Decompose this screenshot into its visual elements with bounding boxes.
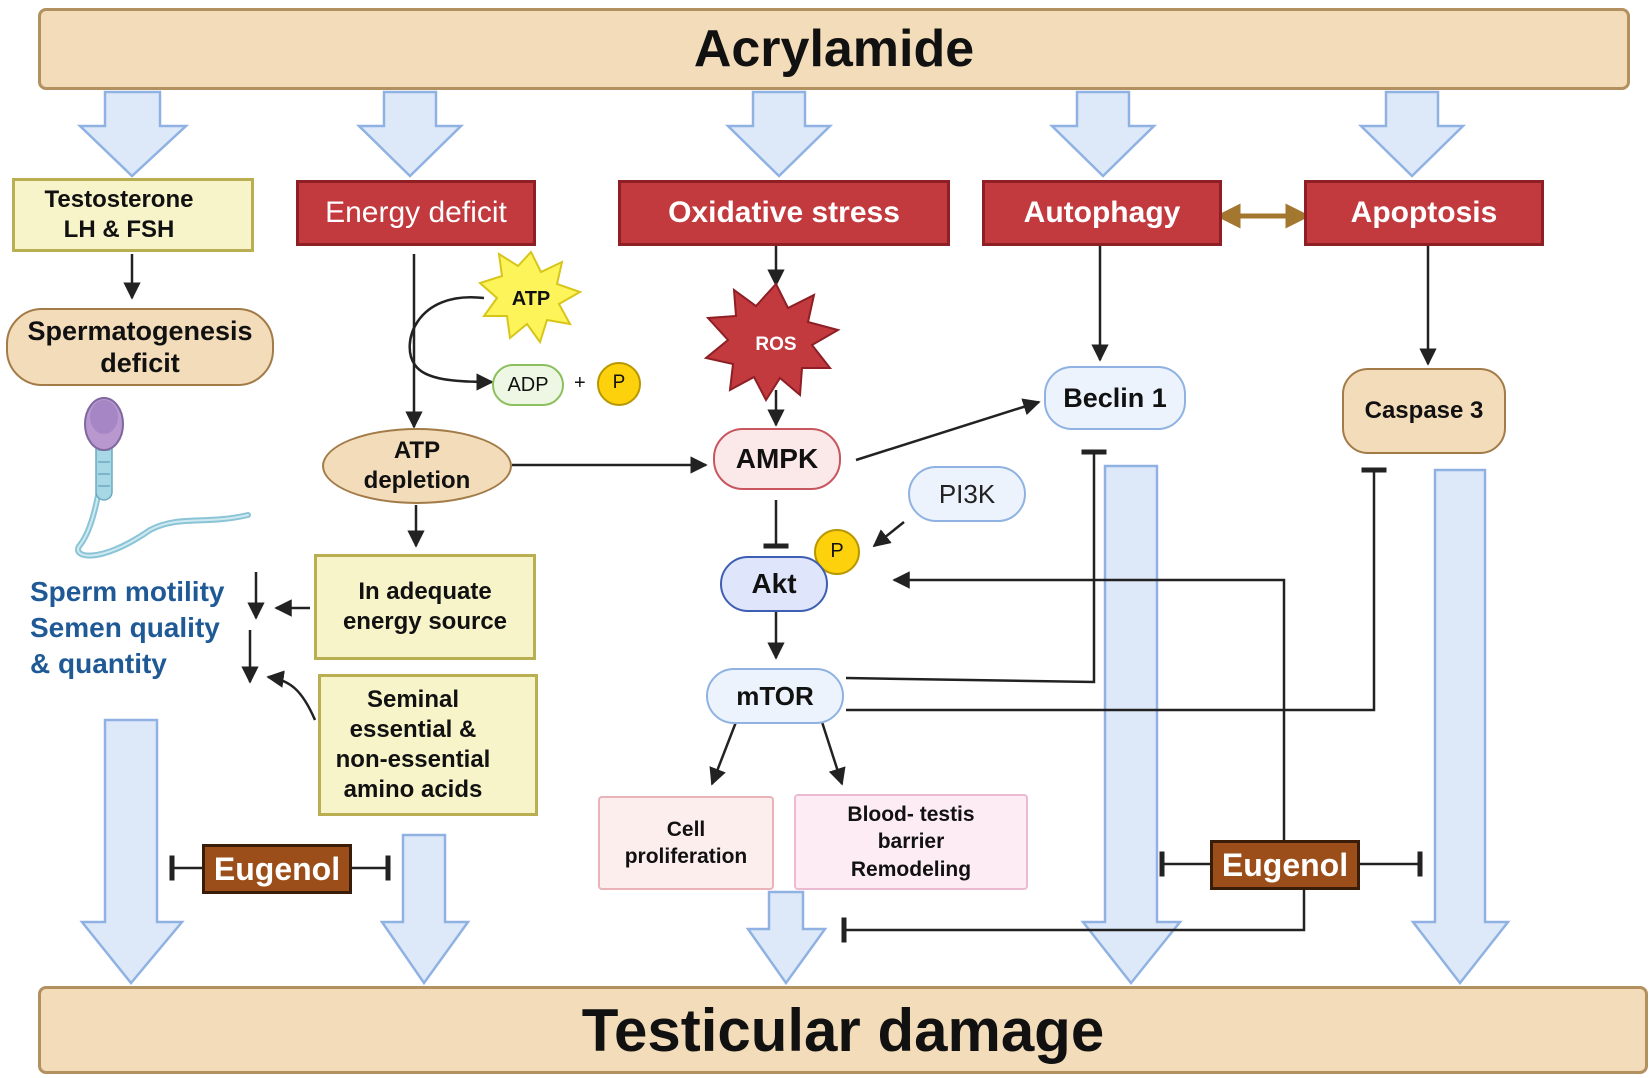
cell-proliferation-box: Cell proliferation — [598, 796, 774, 890]
blood-testis-barrier-box: Blood- testis barrier Remodeling — [794, 794, 1028, 890]
mtor-label: mTOR — [736, 680, 814, 711]
autophagy-box: Autophagy — [982, 180, 1222, 246]
eugenol-right-label: Eugenol — [1221, 846, 1349, 883]
pi3k-label: PI3K — [938, 478, 996, 509]
plus-sign: + — [574, 372, 586, 394]
akt-phosphate-icon — [814, 529, 860, 575]
flow-arrow-down — [76, 90, 190, 178]
acrylamide-label: Acrylamide — [693, 20, 975, 78]
amino-acids-line4: amino acids — [343, 776, 483, 803]
amino-acids-line3: non-essential — [335, 746, 491, 773]
testicular-damage-banner: Testicular damage — [38, 986, 1648, 1074]
inadequate-energy-box: In adequate energy source — [314, 554, 536, 660]
energy-deficit-label: Energy deficit — [325, 196, 507, 229]
phosphate-icon — [597, 362, 641, 406]
adp-label: ADP — [507, 373, 549, 396]
ros-label: ROS — [755, 334, 797, 355]
caspase3-label: Caspase 3 — [1364, 397, 1484, 424]
inadequate-energy-line1: In adequate — [358, 578, 492, 605]
hormones-box: Testosterone LH & FSH — [12, 178, 254, 252]
sperm-cell-icon — [75, 397, 251, 559]
amino-acids-box: Seminal essential & non-essential amino … — [318, 674, 538, 816]
flow-arrow-down — [1080, 464, 1183, 986]
atp-depletion-ellipse: ATP depletion — [322, 428, 512, 504]
ros-burst-icon — [703, 282, 841, 402]
eugenol-left-box: Eugenol — [202, 844, 352, 894]
beclin1-pill: Beclin 1 — [1044, 366, 1186, 430]
ampk-label: AMPK — [735, 443, 819, 474]
energy-deficit-box: Energy deficit — [296, 180, 536, 246]
spermatogenesis-line2: deficit — [100, 348, 180, 378]
pi3k-pill: PI3K — [908, 466, 1026, 522]
beclin1-label: Beclin 1 — [1063, 382, 1167, 413]
cell-proliferation-line1: Cell — [666, 817, 706, 841]
oxidative-stress-box: Oxidative stress — [618, 180, 950, 246]
akt-pill: Akt — [720, 556, 828, 612]
flow-arrow-down — [1048, 90, 1158, 178]
flow-arrow-down — [1357, 90, 1467, 178]
hormones-line2: LH & FSH — [63, 216, 175, 243]
sperm-effects-text: Sperm motility Semen quality & quantity — [30, 574, 224, 681]
caspase3-pill: Caspase 3 — [1342, 368, 1506, 454]
connectors — [123, 190, 1437, 943]
eugenol-right-box: Eugenol — [1210, 840, 1360, 890]
apoptosis-label: Apoptosis — [1350, 196, 1498, 229]
atp-burst-label: ATP — [511, 288, 551, 310]
oxidative-stress-label: Oxidative stress — [668, 196, 900, 229]
acrylamide-banner: Acrylamide — [38, 8, 1630, 90]
amino-acids-line2: essential & — [349, 716, 477, 743]
mtor-pill: mTOR — [706, 668, 844, 724]
semen-quantity-label: & quantity — [30, 647, 167, 679]
adp-pill: ADP — [492, 364, 564, 406]
atp-depletion-line1: ATP — [393, 437, 441, 464]
damage-flow-arrows — [79, 464, 1511, 986]
atp-burst-icon — [478, 250, 583, 345]
apoptosis-box: Apoptosis — [1304, 180, 1544, 246]
sperm-motility-label: Sperm motility — [30, 576, 225, 607]
blood-testis-line3: Remodeling — [850, 857, 972, 881]
semen-quality-label: Semen quality — [30, 611, 220, 643]
flow-arrow-down — [355, 90, 465, 178]
eugenol-left-label: Eugenol — [213, 850, 341, 887]
flow-arrow-down — [379, 833, 471, 986]
flow-arrow-down — [745, 890, 828, 986]
flow-arrow-down — [79, 718, 185, 985]
testicular-damage-label: Testicular damage — [581, 996, 1105, 1064]
spermatogenesis-deficit-pill: Spermatogenesis deficit — [6, 308, 274, 386]
phosphate-label: P — [612, 372, 626, 393]
atp-depletion-line2: depletion — [363, 467, 471, 494]
blood-testis-line1: Blood- testis — [847, 803, 975, 827]
blood-testis-line2: barrier — [877, 830, 945, 854]
autophagy-label: Autophagy — [1023, 196, 1181, 229]
hormones-line1: Testosterone — [44, 186, 194, 213]
spermatogenesis-line1: Spermatogenesis — [27, 315, 253, 346]
flow-arrow-down — [1410, 468, 1511, 986]
flow-arrow-down — [724, 90, 834, 178]
akt-phosphate-label: P — [830, 540, 844, 562]
inadequate-energy-line2: energy source — [342, 608, 508, 635]
cell-proliferation-line2: proliferation — [624, 845, 748, 868]
amino-acids-line1: Seminal — [366, 686, 460, 713]
akt-label: Akt — [751, 568, 797, 599]
ampk-pill: AMPK — [713, 428, 841, 490]
acrylamide-flow-arrows — [76, 90, 1467, 178]
